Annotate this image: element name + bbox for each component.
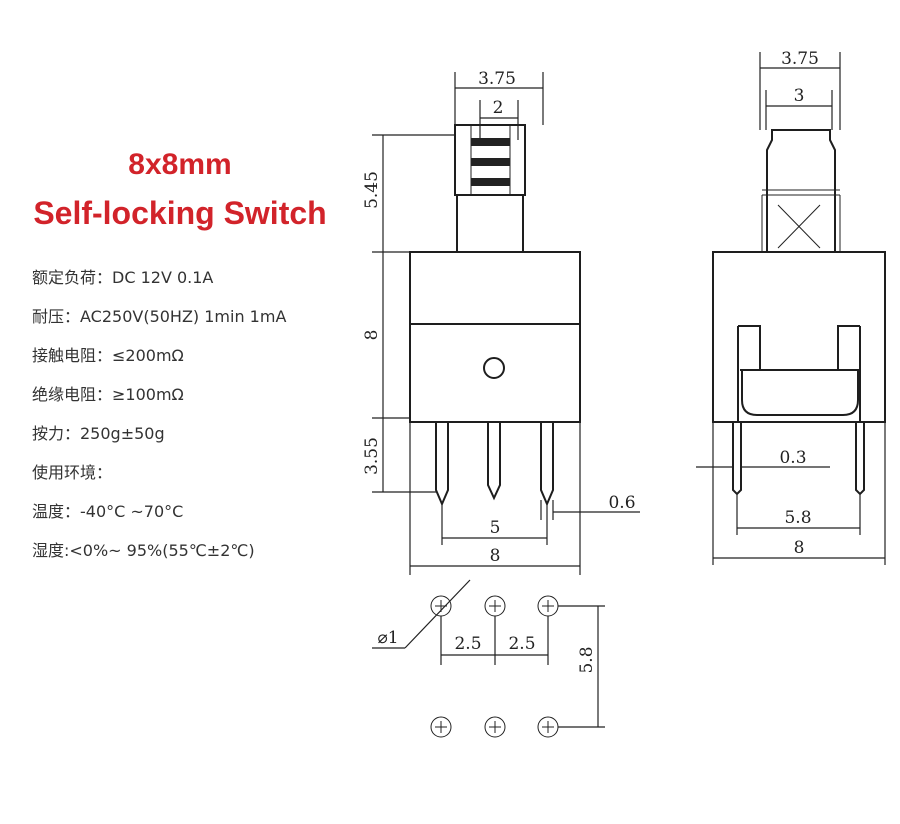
spec-temperature: 温度：-40°C ~70°C [32,502,184,521]
dim-hole-pitch-2: 2.5 [508,634,535,654]
spec-withstand-voltage: 耐压：AC250V(50HZ) 1min 1mA [32,307,287,326]
front-pin-right [540,422,554,507]
dim-side-pin-spacing: 5.8 [784,508,811,528]
spec-rated-load: 额定负荷：DC 12V 0.1A [32,268,214,287]
dim-hole-pitch-1: 2.5 [454,634,481,654]
actuator-groove [471,178,510,186]
dim-side-actuator: 3 [794,86,805,106]
product-name-title: Self-locking Switch [33,195,327,231]
spec-operating-force: 按力：250g±50g [32,424,165,443]
dim-side-total-width: 8 [794,538,805,558]
hole-marker [430,595,452,617]
spec-environment: 使用环境： [32,463,113,482]
dim-front-pin-width: 0.6 [608,493,635,513]
front-view: 3.75 2 5.45 8 3.55 0.6 5 [362,69,640,575]
hole-marker [537,716,559,738]
dim-front-body-height: 8 [362,330,382,341]
front-pin-middle [487,422,501,501]
dim-front-pin-length: 3.55 [362,437,382,475]
side-view: 3.75 3 0.3 5.8 8 [696,49,886,565]
hole-marker [430,716,452,738]
dim-row-spacing: 5.8 [577,646,597,673]
body-mark-circle [483,357,505,379]
actuator-groove [471,138,510,146]
spec-insulation-resistance: 绝缘电阻：≥100mΩ [32,385,184,404]
side-body [712,251,886,423]
hole-marker [537,595,559,617]
dim-front-actuator-height: 5.45 [362,171,382,209]
front-pin-left [435,422,449,507]
dim-front-top-width: 3.75 [478,69,516,89]
dim-side-top-width: 3.75 [781,49,819,69]
pcb-hole-layout: ⌀1 2.5 2.5 5.8 [372,579,605,738]
spec-humidity: 湿度:<0%~ 95%(55℃±2℃) [32,541,255,560]
side-pin-right [855,422,865,496]
side-pin-left [732,422,742,496]
dim-front-pin-spacing: 5 [490,518,501,538]
product-size-title: 8x8mm [128,148,232,181]
side-actuator [766,129,836,252]
spec-contact-resistance: 接触电阻：≤200mΩ [32,346,184,365]
dim-front-actuator: 2 [493,98,504,118]
hole-marker [484,595,506,617]
dim-side-pin-width: 0.3 [779,448,806,468]
actuator-groove [471,158,510,166]
side-slider [740,369,859,416]
dim-hole-diameter: ⌀1 [377,628,398,648]
hole-marker [484,716,506,738]
dim-front-total-width: 8 [490,546,501,566]
front-body [409,251,581,423]
